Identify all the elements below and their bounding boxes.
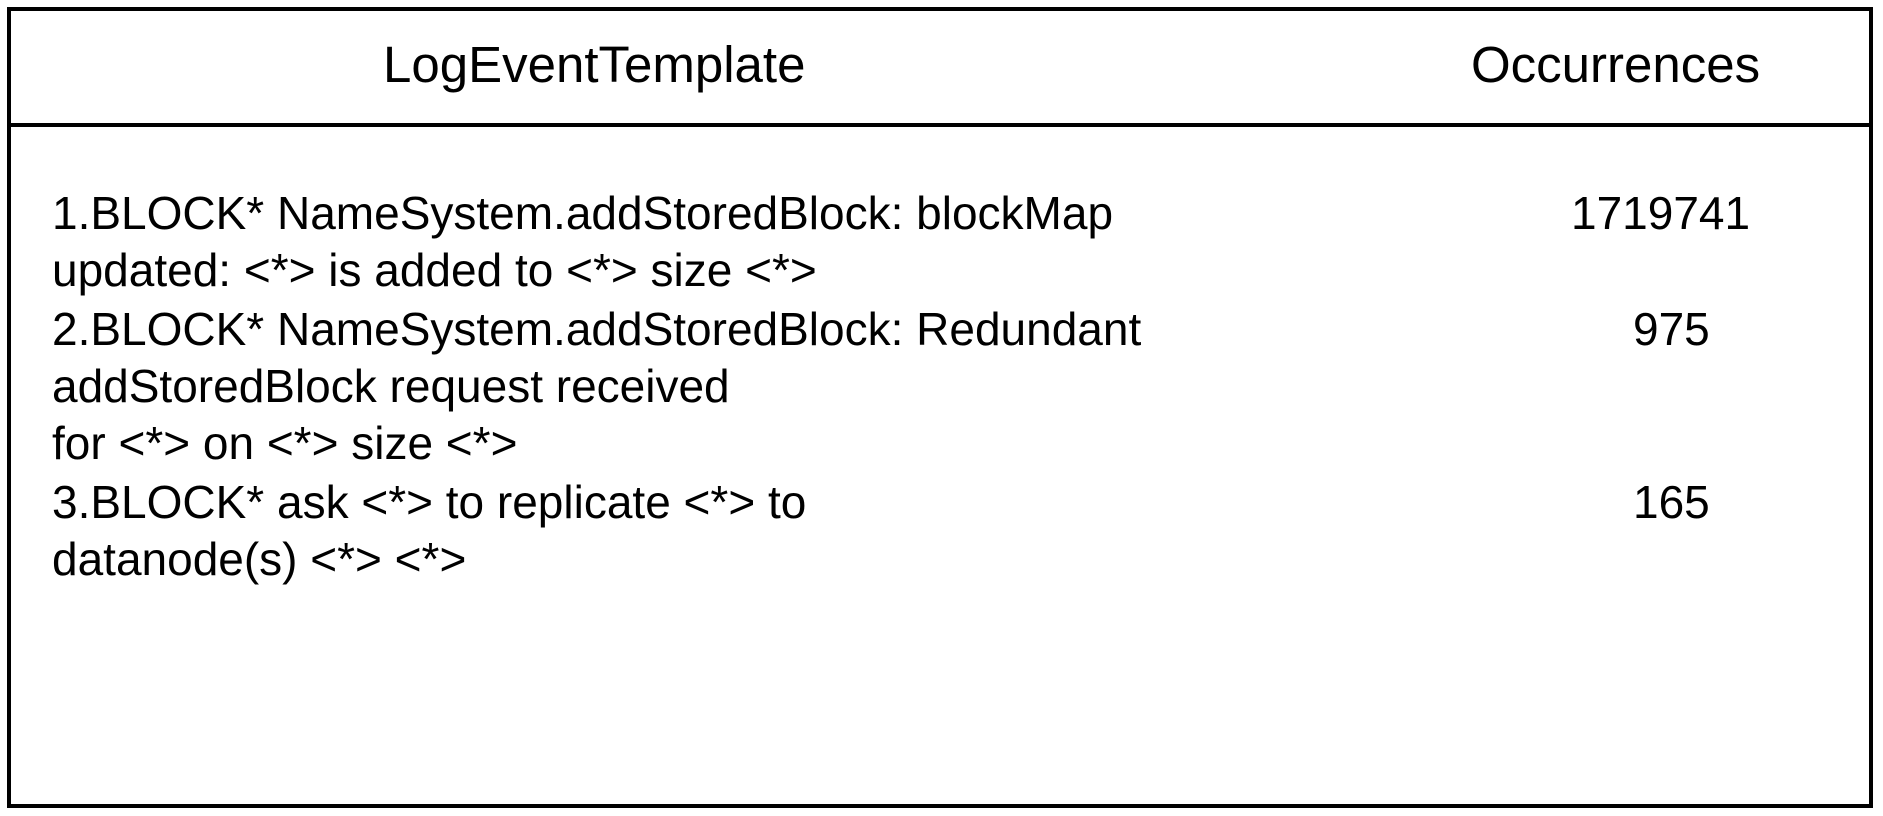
occurrences-cell: 975 (1633, 303, 1710, 355)
template-cell: 3.BLOCK* ask <*> to replicate <*> to dat… (52, 474, 1552, 588)
template-cell: 2.BLOCK* NameSystem.addStoredBlock: Redu… (52, 301, 1552, 472)
template-line: 1.BLOCK* NameSystem.addStoredBlock: bloc… (52, 187, 1114, 239)
occurrences-cell: 165 (1633, 476, 1710, 528)
template-line: updated: <*> is added to <*> size <*> (52, 244, 817, 296)
occurrences-cell: 1719741 (1571, 187, 1751, 239)
template-line: 3.BLOCK* ask <*> to replicate <*> to (52, 476, 807, 528)
table-body: 1.BLOCK* NameSystem.addStoredBlock: bloc… (11, 127, 1869, 804)
template-line: for <*> on <*> size <*> (52, 417, 518, 469)
column-header-log-event-template: LogEventTemplate (383, 36, 806, 93)
column-header-occurrences: Occurrences (1471, 36, 1761, 93)
template-line: 2.BLOCK* NameSystem.addStoredBlock: Redu… (52, 303, 1142, 355)
template-cell: 1.BLOCK* NameSystem.addStoredBlock: bloc… (52, 185, 1552, 299)
template-line: datanode(s) <*> <*> (52, 533, 467, 585)
template-line: addStoredBlock request received (52, 360, 730, 412)
log-event-template-table: LogEventTemplate Occurrences 1.BLOCK* Na… (7, 7, 1873, 808)
table-header-row: LogEventTemplate Occurrences (11, 11, 1869, 127)
